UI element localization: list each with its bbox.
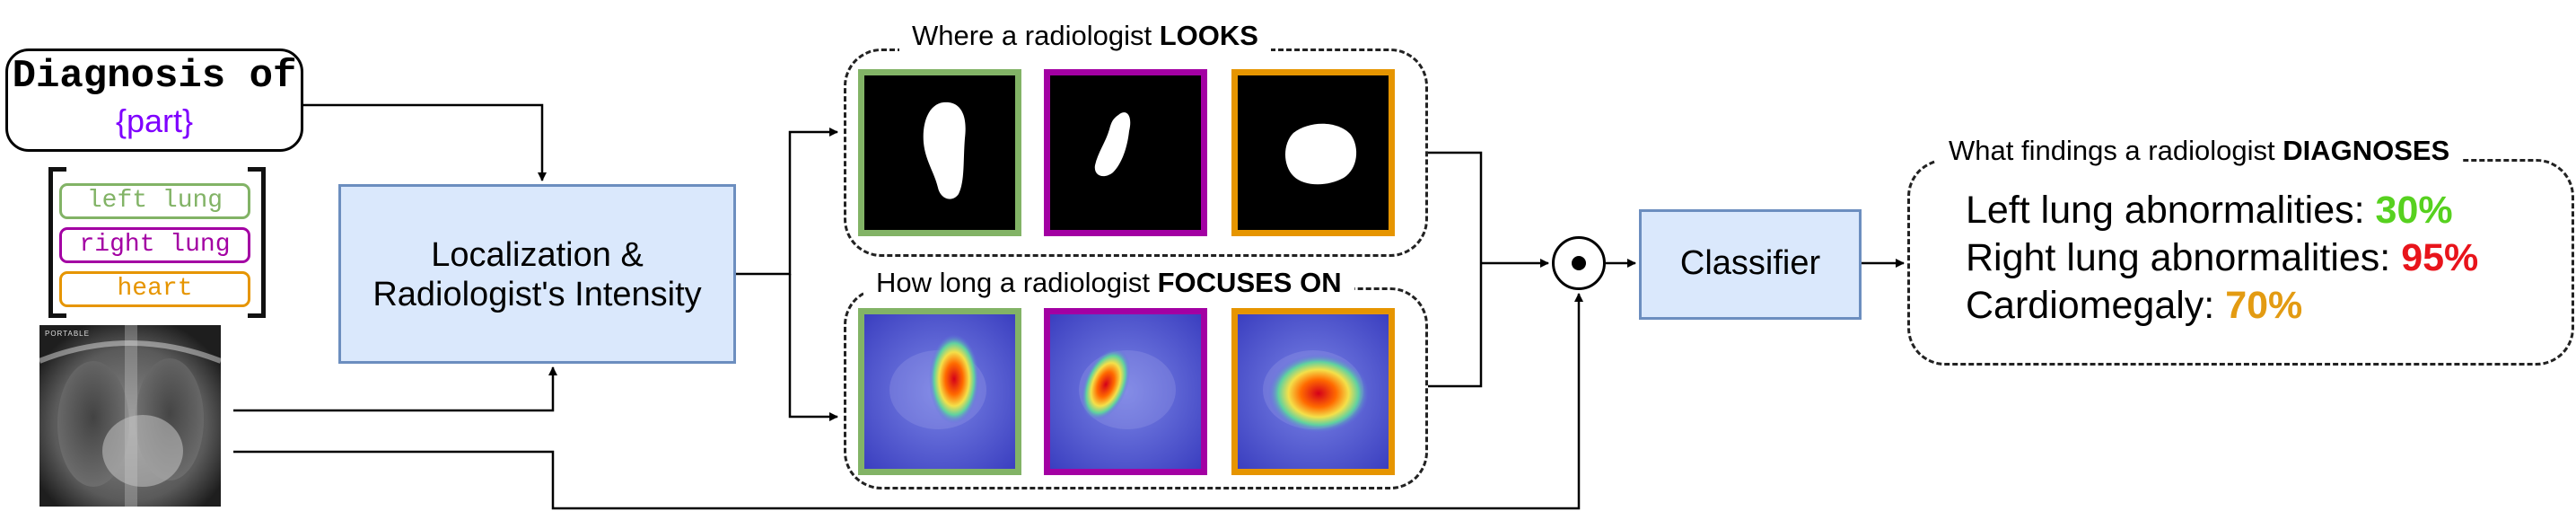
focus-title-emphasis: FOCUSES ON — [1157, 267, 1342, 298]
looks-title-emphasis: LOOKS — [1159, 20, 1258, 51]
finding-cardiomegaly: Cardiomegaly: 70% — [1966, 284, 2302, 328]
part-tag-right-lung: right lung — [59, 227, 250, 263]
heatmap-heart — [1231, 308, 1395, 475]
part-tag-heart: heart — [59, 271, 250, 307]
xray-portable-tag: PORTABLE — [45, 330, 90, 338]
part-list-right-bracket — [248, 167, 266, 318]
diagnosis-prompt-box — [5, 48, 303, 152]
finding-value: 95% — [2401, 236, 2479, 279]
finding-right-lung: Right lung abnormalities: 95% — [1966, 236, 2478, 280]
diagnoses-output-container — [1907, 159, 2574, 366]
finding-left-lung: Left lung abnormalities: 30% — [1966, 189, 2453, 233]
elementwise-product-dot — [1572, 256, 1586, 270]
finding-value: 70% — [2225, 284, 2303, 327]
finding-label: Cardiomegaly: — [1966, 284, 2226, 327]
classifier-label: Classifier — [1679, 244, 1821, 282]
finding-label: Left lung abnormalities: — [1966, 189, 2376, 232]
finding-value: 30% — [2375, 189, 2453, 232]
mask-right-lung — [1044, 69, 1207, 236]
finding-label: Right lung abnormalities: — [1966, 236, 2402, 279]
localization-label-line2: Radiologist's Intensity — [372, 276, 702, 313]
localization-label: Localization & Radiologist's Intensity — [338, 235, 736, 314]
part-tag-left-lung: left lung — [59, 183, 250, 219]
output-title-prefix: What findings a radiologist — [1949, 135, 2283, 166]
classifier-box — [1639, 209, 1862, 320]
localization-box — [338, 184, 736, 364]
looks-group-title: Where a radiologist LOOKS — [899, 20, 1271, 52]
mask-left-lung — [858, 69, 1021, 236]
focus-group-title: How long a radiologist FOCUSES ON — [863, 267, 1354, 299]
part-list-left-bracket — [48, 167, 66, 318]
heatmap-right-lung — [1044, 308, 1207, 475]
localization-label-line1: Localization & — [431, 236, 644, 274]
heatmap-left-lung — [858, 308, 1021, 475]
chest-xray-image: PORTABLE — [39, 325, 221, 507]
diagnosis-prompt-title: Diagnosis of — [12, 54, 297, 99]
looks-title-prefix: Where a radiologist — [912, 20, 1160, 51]
diagnoses-output-title: What findings a radiologist DIAGNOSES — [1936, 135, 2463, 167]
mask-heart — [1231, 69, 1395, 236]
focus-title-prefix: How long a radiologist — [876, 267, 1158, 298]
diagnosis-prompt-placeholder: {part} — [115, 102, 194, 139]
output-title-emphasis: DIAGNOSES — [2282, 135, 2450, 166]
